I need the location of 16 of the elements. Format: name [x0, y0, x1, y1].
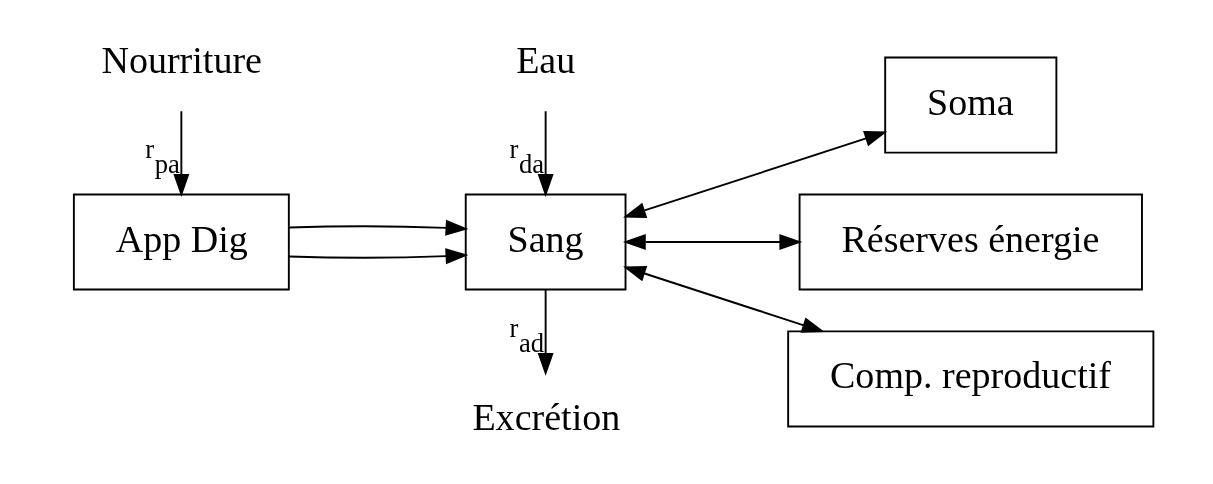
arrow: [623, 266, 825, 333]
arrow: [288, 248, 469, 265]
node-box: App Dig: [72, 193, 290, 291]
node-box: Réserves énergie: [798, 193, 1143, 291]
node-box: Comp. reproductif: [787, 330, 1155, 428]
arrow: [288, 219, 469, 236]
arrow: [537, 289, 554, 376]
node-box: Sang: [464, 193, 627, 291]
arrow: [173, 110, 190, 197]
arrow: [537, 110, 554, 197]
node-text: Eau: [516, 38, 576, 81]
arrow: [623, 131, 888, 218]
node-text: Nourriture: [101, 38, 262, 81]
node-text: Excrétion: [472, 396, 621, 439]
arrow: [622, 234, 803, 250]
node-box: Soma: [884, 56, 1058, 154]
